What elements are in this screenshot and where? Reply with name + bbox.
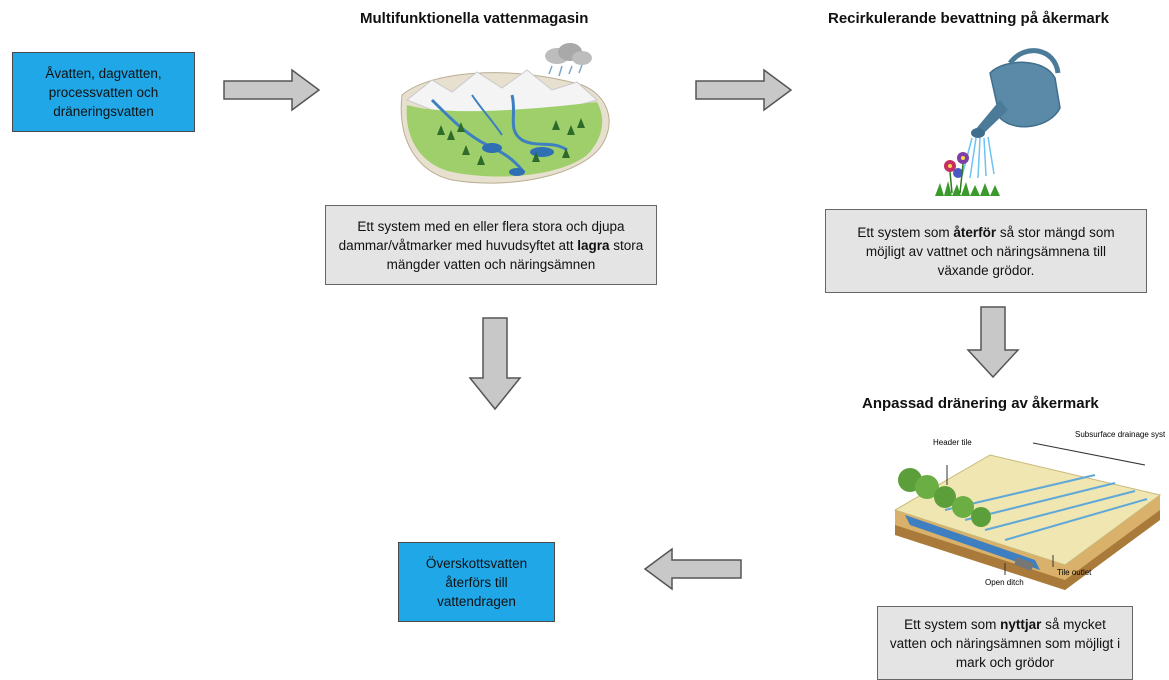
magasin-description: Ett system med en eller flera stora och … bbox=[325, 205, 657, 285]
magasin-desc-post: stora mängder vatten och näringsämnen bbox=[386, 237, 644, 272]
bevattning-desc-bold: återför bbox=[953, 224, 997, 240]
source-text: Åvatten, dagvatten, processvatten och dr… bbox=[45, 65, 162, 119]
field-drainage-illustration: Header tile Subsurface drainage system T… bbox=[893, 430, 1165, 590]
magasin-heading: Multifunktionella vattenmagasin bbox=[360, 10, 589, 27]
bevattning-heading: Recirkulerande bevattning på åkermark bbox=[828, 10, 1109, 27]
label-header-tile: Header tile bbox=[933, 438, 972, 447]
arrow-down-2 bbox=[468, 317, 522, 411]
arrow-left-1 bbox=[643, 547, 742, 591]
label-subsurface: Subsurface drainage system bbox=[1075, 430, 1165, 439]
magasin-desc-pre: Ett system med en eller flera stora och … bbox=[338, 218, 625, 253]
dranering-desc-bold: nyttjar bbox=[1000, 616, 1042, 632]
rain-cloud-icon bbox=[545, 43, 592, 77]
watering-can-illustration bbox=[935, 48, 1061, 196]
bevattning-desc-pre: Ett system som bbox=[857, 224, 954, 240]
label-tile-outlet: Tile outlet bbox=[1057, 568, 1092, 577]
output-text: Överskottsvatten återförs till vattendra… bbox=[425, 555, 528, 609]
source-box: Åvatten, dagvatten, processvatten och dr… bbox=[12, 52, 195, 132]
dranering-description: Ett system som nyttjar så mycket vatten … bbox=[877, 606, 1133, 680]
output-box: Överskottsvatten återförs till vattendra… bbox=[398, 542, 555, 622]
dranering-heading: Anpassad dränering av åkermark bbox=[862, 395, 1099, 412]
dranering-desc-post: så mycket vatten och näringsämnen som mö… bbox=[889, 616, 1121, 670]
reservoir-landscape-illustration bbox=[400, 43, 610, 184]
label-open-ditch: Open ditch bbox=[985, 578, 1024, 587]
arrow-down-1 bbox=[966, 306, 1020, 379]
bevattning-desc-post: så stor mängd som möjligt av vattnet och… bbox=[865, 224, 1115, 278]
dranering-desc-pre: Ett system som bbox=[904, 616, 1001, 632]
magasin-desc-bold: lagra bbox=[577, 237, 610, 253]
bevattning-description: Ett system som återför så stor mängd som… bbox=[825, 209, 1147, 293]
arrow-right-1 bbox=[223, 68, 321, 112]
arrow-right-2 bbox=[695, 68, 793, 112]
